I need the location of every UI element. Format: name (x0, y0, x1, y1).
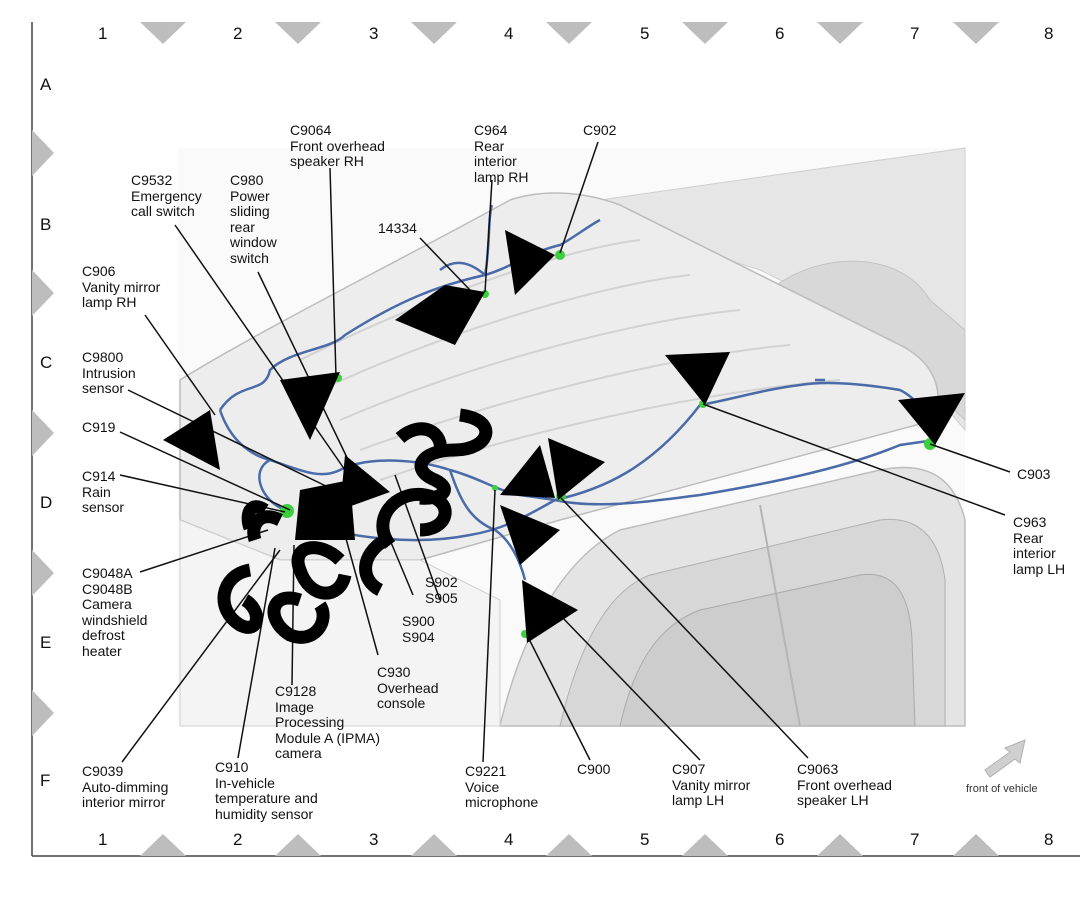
connector-c9221 (492, 485, 498, 491)
label-c907: C907 Vanity mirror lamp LH (672, 761, 751, 808)
grid-row-c: C (40, 353, 53, 372)
label-c914: C914 Rain sensor (82, 468, 125, 515)
grid-col-top-6: 6 (775, 24, 785, 43)
label-c910: C910 In-vehicle temperature and humidity… (215, 759, 318, 822)
label-c930: C930 Overhead console (377, 664, 439, 711)
label-14334: 14334 (378, 220, 417, 236)
arrowhead-artifacts (163, 230, 965, 643)
label-c9221: C9221 Voice microphone (465, 763, 539, 810)
label-c9039: C9039 Auto-dimming interior mirror (82, 763, 169, 810)
label-c903: C903 (1017, 466, 1051, 482)
left-grid-markers (32, 130, 54, 736)
label-c919: C919 (82, 419, 116, 435)
label-c980: C980 Power sliding rear window switch (230, 172, 277, 266)
label-c902: C902 (583, 122, 617, 138)
grid-col-bottom-4: 4 (504, 830, 514, 849)
grid-col-bottom-6: 6 (775, 830, 785, 849)
grid-col-top-7: 7 (910, 24, 920, 43)
grid-row-e: E (40, 633, 52, 652)
splice-artifacts (217, 408, 493, 644)
grid-row-a: A (40, 75, 52, 94)
grid-col-top-2: 2 (233, 24, 243, 43)
grid-col-bottom-2: 2 (233, 830, 243, 849)
leader-lines (119, 141, 1011, 763)
label-c9128: C9128 Image Processing Module A (IPMA) c… (275, 683, 381, 761)
label-c964: C964 Rear interior lamp RH (474, 122, 529, 185)
grid-row-d: D (40, 493, 53, 512)
front-of-vehicle-label: front of vehicle (966, 783, 1038, 795)
label-c9063: C9063 Front overhead speaker LH (797, 761, 892, 808)
grid-col-top-5: 5 (640, 24, 650, 43)
label-s902: S902 S905 (425, 574, 458, 606)
grid-col-bottom-7: 7 (910, 830, 920, 849)
front-of-vehicle-arrow (984, 739, 1026, 778)
grid-col-top-3: 3 (369, 24, 379, 43)
top-grid-markers (140, 22, 999, 44)
label-c9048: C9048A C9048B Camera windshield defrost … (82, 565, 148, 659)
connector-c902 (555, 250, 565, 260)
label-s900: S900 S904 (402, 613, 435, 645)
label-c906: C906 Vanity mirror lamp RH (82, 263, 161, 310)
grid-col-top-4: 4 (504, 24, 514, 43)
grid-col-top-1: 1 (98, 24, 108, 43)
grid-col-top-8: 8 (1044, 24, 1054, 43)
label-c900: C900 (577, 761, 611, 777)
grid-col-bottom-5: 5 (640, 830, 650, 849)
grid-col-bottom-3: 3 (369, 830, 379, 849)
grid-row-f: F (40, 771, 51, 790)
label-c9532: C9532 Emergency call switch (131, 172, 202, 219)
grid-col-bottom-8: 8 (1044, 830, 1054, 849)
grid-row-b: B (40, 215, 52, 234)
label-c963: C963 Rear interior lamp LH (1013, 514, 1066, 577)
grid-col-bottom-1: 1 (98, 830, 108, 849)
label-c9800: C9800 Intrusion sensor (82, 349, 136, 396)
bottom-grid-markers (140, 834, 999, 856)
label-c9064: C9064 Front overhead speaker RH (290, 122, 385, 169)
